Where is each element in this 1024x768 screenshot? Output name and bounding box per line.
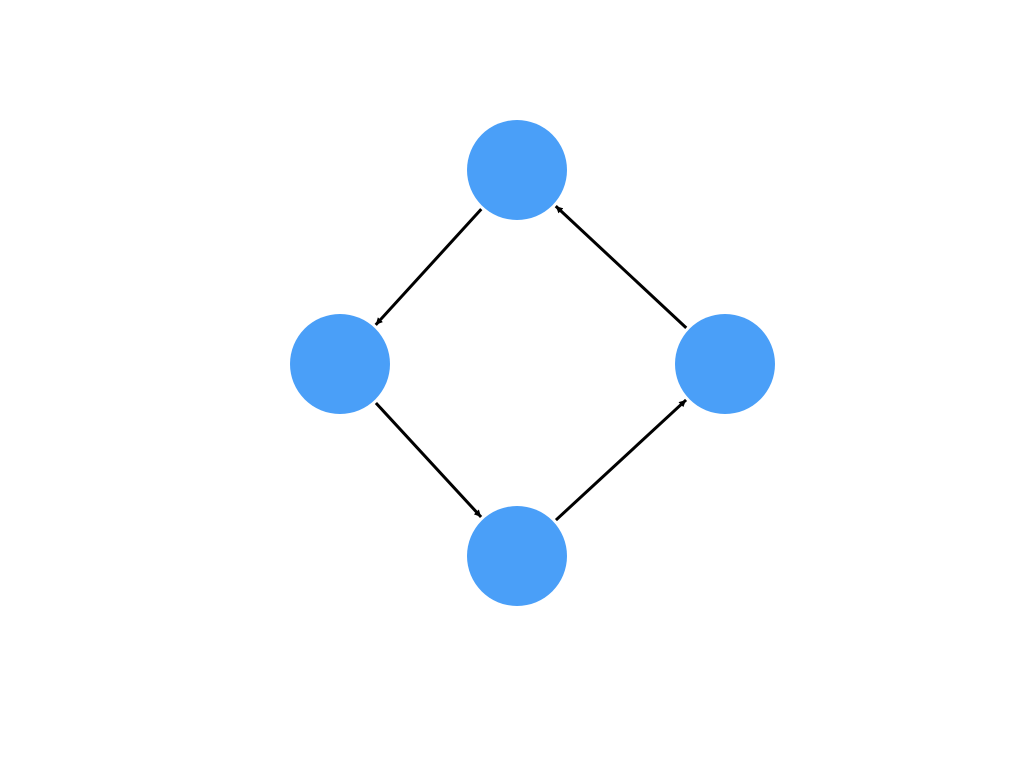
edge-left-to-bottom: [374, 401, 483, 519]
node-bottom: [467, 506, 567, 606]
nodes-layer: [290, 120, 775, 606]
edge-right-to-top: [554, 205, 688, 329]
node-top: [467, 120, 567, 220]
node-left: [290, 314, 390, 414]
edge-top-to-left: [374, 208, 483, 326]
edges-layer: [374, 205, 688, 522]
edge-bottom-to-right: [554, 398, 688, 522]
node-right: [675, 314, 775, 414]
